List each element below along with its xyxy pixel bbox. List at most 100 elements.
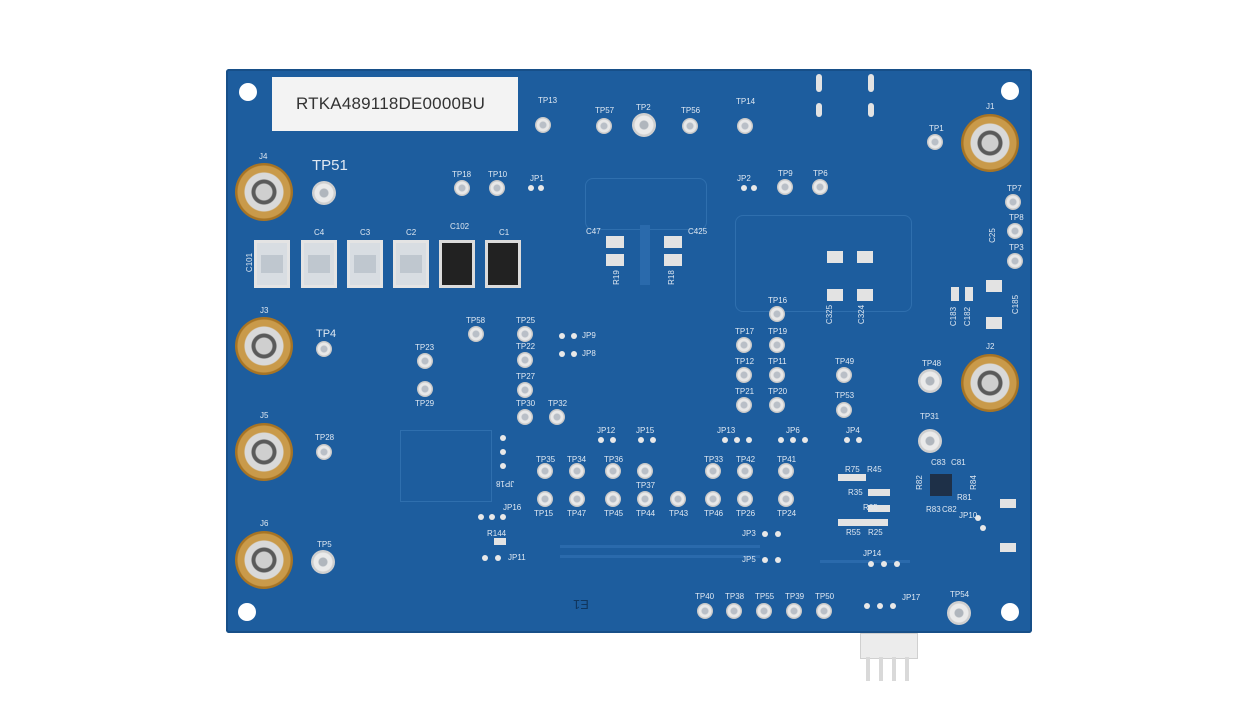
tp-label: TP39 [785, 592, 805, 601]
test-point-tp15 [537, 491, 553, 507]
cap-label: C2 [406, 228, 417, 237]
test-point-tp40 [697, 603, 713, 619]
capacitor-c101 [254, 240, 290, 288]
tp-label: TP27 [516, 372, 536, 381]
jp-label: JP15 [636, 426, 655, 435]
smd-pad [951, 287, 959, 301]
test-point-tp44 [637, 491, 653, 507]
jp-label: JP1 [530, 174, 544, 183]
jumper-pin [778, 437, 784, 443]
cap-label: C3 [360, 228, 371, 237]
jumper-pin [844, 437, 850, 443]
smd-label: C425 [688, 227, 708, 236]
tp-label: TP29 [415, 399, 435, 408]
tp-label: TP41 [777, 455, 797, 464]
tp-label: TP37 [636, 481, 656, 490]
tp-label: TP23 [415, 343, 435, 352]
smd-pad [1000, 543, 1016, 552]
test-point-tp17 [736, 337, 752, 353]
tp-label: TP2 [636, 103, 651, 112]
connector-j2 [961, 354, 1019, 412]
jp-label: JP3 [742, 529, 756, 538]
jumper-pin [489, 514, 495, 520]
capacitor-c4 [301, 240, 337, 288]
jumper-pin [864, 603, 870, 609]
copper-plane [735, 215, 912, 312]
smd-pad [986, 317, 1002, 329]
test-point-tp43 [670, 491, 686, 507]
test-point-tp58 [468, 326, 484, 342]
connector-pin [866, 657, 870, 681]
test-point-tp31 [918, 429, 942, 453]
jp-label: JP14 [863, 549, 882, 558]
smd-pad [838, 519, 888, 526]
tp-label: TP17 [735, 327, 755, 336]
smd-pad [868, 489, 890, 496]
test-point-tp26 [737, 491, 753, 507]
smd-label: C47 [586, 227, 601, 236]
test-point-tp37 [637, 463, 653, 479]
jumper-pin [975, 515, 981, 521]
test-point-tp45 [605, 491, 621, 507]
tp-label: TP18 [452, 170, 472, 179]
jumper-pin [478, 514, 484, 520]
tp-label: TP19 [768, 327, 788, 336]
smd-label: C183 [949, 306, 959, 327]
smd-label: R18 [666, 270, 676, 285]
test-point-tp51 [312, 181, 336, 205]
test-point-tp14 [737, 118, 753, 134]
jumper-pin [500, 514, 506, 520]
jumper-pin [762, 531, 768, 537]
tp-label: TP38 [725, 592, 745, 601]
silk-e1-label: E1 [573, 597, 589, 612]
test-point-tp28 [316, 444, 332, 460]
test-point-tp57 [596, 118, 612, 134]
test-point-tp3 [1007, 253, 1023, 269]
jumper-pin [571, 333, 577, 339]
smd-label: C325 [825, 304, 835, 325]
smd-label: C324 [857, 304, 867, 325]
slot-hole [868, 103, 874, 117]
jp-label: JP8 [582, 349, 596, 358]
smd-pad [494, 538, 506, 545]
smd-label: R19 [611, 270, 621, 285]
jumper-pin [751, 185, 757, 191]
jumper-pin [746, 437, 752, 443]
tp-label: TP9 [778, 169, 793, 178]
jp-label: JP6 [786, 426, 800, 435]
smd-label: C82 [942, 505, 957, 514]
trace [560, 545, 760, 548]
connector-pin [879, 657, 883, 681]
jp-label: JP10 [959, 511, 978, 520]
test-point-tp39 [786, 603, 802, 619]
jumper-pin [775, 557, 781, 563]
smd-label: R45 [867, 465, 882, 474]
tp-label: TP32 [548, 399, 568, 408]
tp-label: TP58 [466, 316, 486, 325]
smd-label: R81 [957, 493, 972, 502]
connector-j6 [235, 531, 293, 589]
jumper-pin [890, 603, 896, 609]
test-point-tp16 [769, 306, 785, 322]
smd-pad [857, 289, 873, 301]
test-point-tp6 [812, 179, 828, 195]
smd-label: R55 [846, 528, 861, 537]
tp4-label: TP4 [316, 328, 337, 340]
jumper-pin [538, 185, 544, 191]
jumper-pin [559, 333, 565, 339]
pcb-board [226, 69, 1032, 633]
jp-label: JP17 [902, 593, 921, 602]
connector-j5 [235, 423, 293, 481]
smd-label: R35 [848, 488, 863, 497]
jumper-pin [610, 437, 616, 443]
jumper-pin [881, 561, 887, 567]
jp-label: JP13 [717, 426, 736, 435]
tp-label: TP54 [950, 590, 970, 599]
tp-label: TP13 [538, 96, 558, 105]
tp-label: TP21 [735, 387, 755, 396]
trace [640, 225, 650, 285]
test-point-tp12 [736, 367, 752, 383]
tp-label: TP10 [488, 170, 508, 179]
smd-pad [606, 236, 624, 248]
tp-label: TP16 [768, 296, 788, 305]
